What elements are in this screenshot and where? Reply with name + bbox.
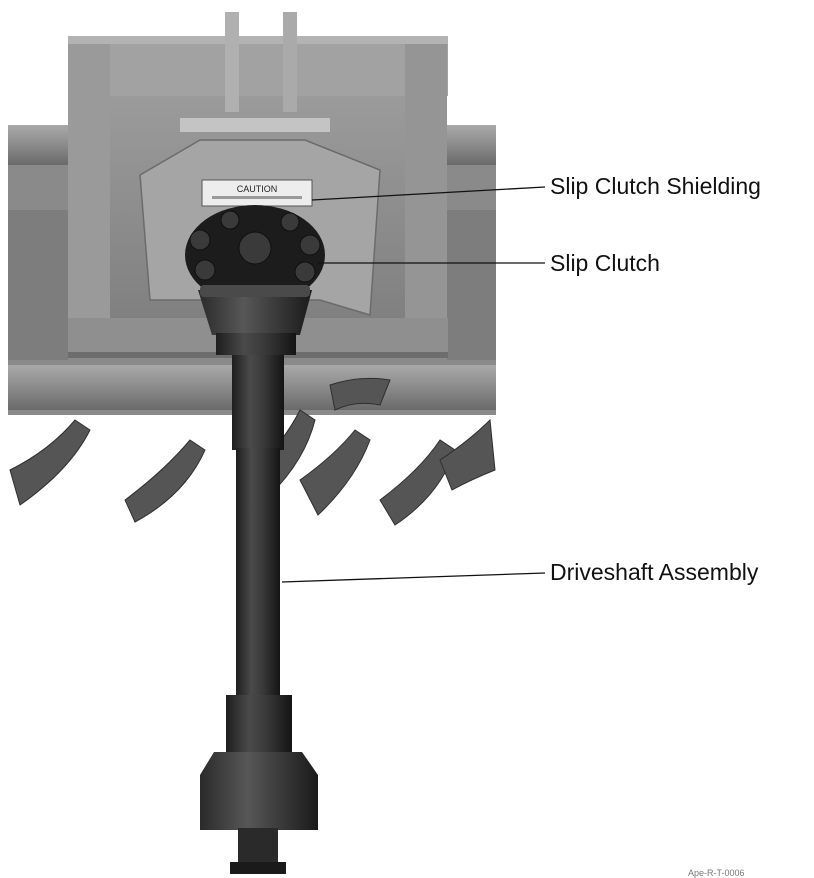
leader-line-driveshaft — [281, 572, 546, 583]
tiller-tines — [9, 377, 496, 526]
callout-driveshaft-assembly: Driveshaft Assembly — [550, 559, 759, 585]
caution-decal-text: CAUTION — [237, 184, 278, 194]
callout-leader-lines — [281, 186, 546, 583]
slip-clutch-assembly — [185, 205, 325, 305]
driveshaft-assembly — [198, 285, 318, 874]
callout-slip-clutch-shielding: Slip Clutch Shielding — [550, 173, 761, 199]
figure-reference-code: Ape-R-T-0006 — [688, 868, 745, 878]
callout-slip-clutch: Slip Clutch — [550, 250, 660, 276]
leader-line-shielding — [311, 186, 546, 201]
